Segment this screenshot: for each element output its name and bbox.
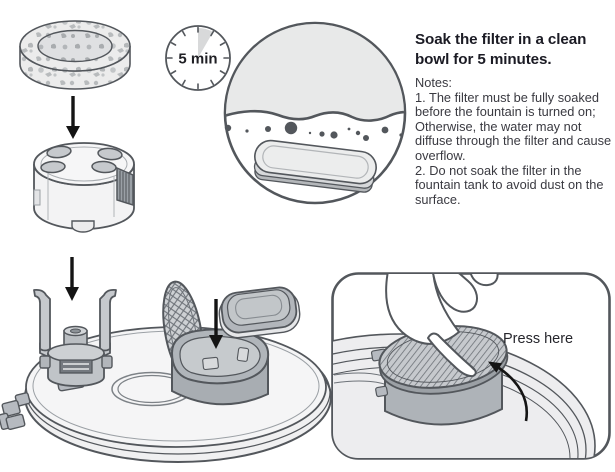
hand-pressing-filter-icon bbox=[385, 274, 499, 378]
down-arrow-icon bbox=[65, 257, 79, 301]
instruction-title: Soak the filter in a clean bowl for 5 mi… bbox=[415, 31, 587, 68]
bubbles bbox=[224, 121, 403, 141]
notes-heading: Notes: bbox=[415, 75, 452, 90]
press-panel: Press here bbox=[330, 271, 612, 461]
submerged-filter bbox=[253, 139, 377, 193]
instruction-text-block: Soak the filter in a clean bowl for 5 mi… bbox=[415, 30, 613, 207]
down-arrow-icon bbox=[209, 299, 223, 349]
soaking-bowl-icon bbox=[218, 16, 412, 210]
press-here-label: Press here bbox=[503, 331, 574, 347]
spout-assembly bbox=[33, 288, 117, 387]
filter-compartment bbox=[170, 328, 270, 406]
timer-clock-icon: 5 min bbox=[158, 18, 238, 98]
curved-arrow-icon bbox=[488, 361, 529, 422]
note-2: 2. Do not soak the filter in the fountai… bbox=[415, 162, 604, 207]
filter-cartridge-icon bbox=[26, 134, 142, 238]
filter-cover bbox=[218, 286, 301, 339]
note-1: 1. The filter must be fully soaked befor… bbox=[415, 89, 612, 163]
filter-sponge-ring-icon bbox=[10, 6, 140, 98]
down-arrow-icon bbox=[58, 94, 88, 140]
timer-label: 5 min bbox=[178, 51, 217, 68]
fountain-base-assembly-icon bbox=[0, 253, 335, 472]
